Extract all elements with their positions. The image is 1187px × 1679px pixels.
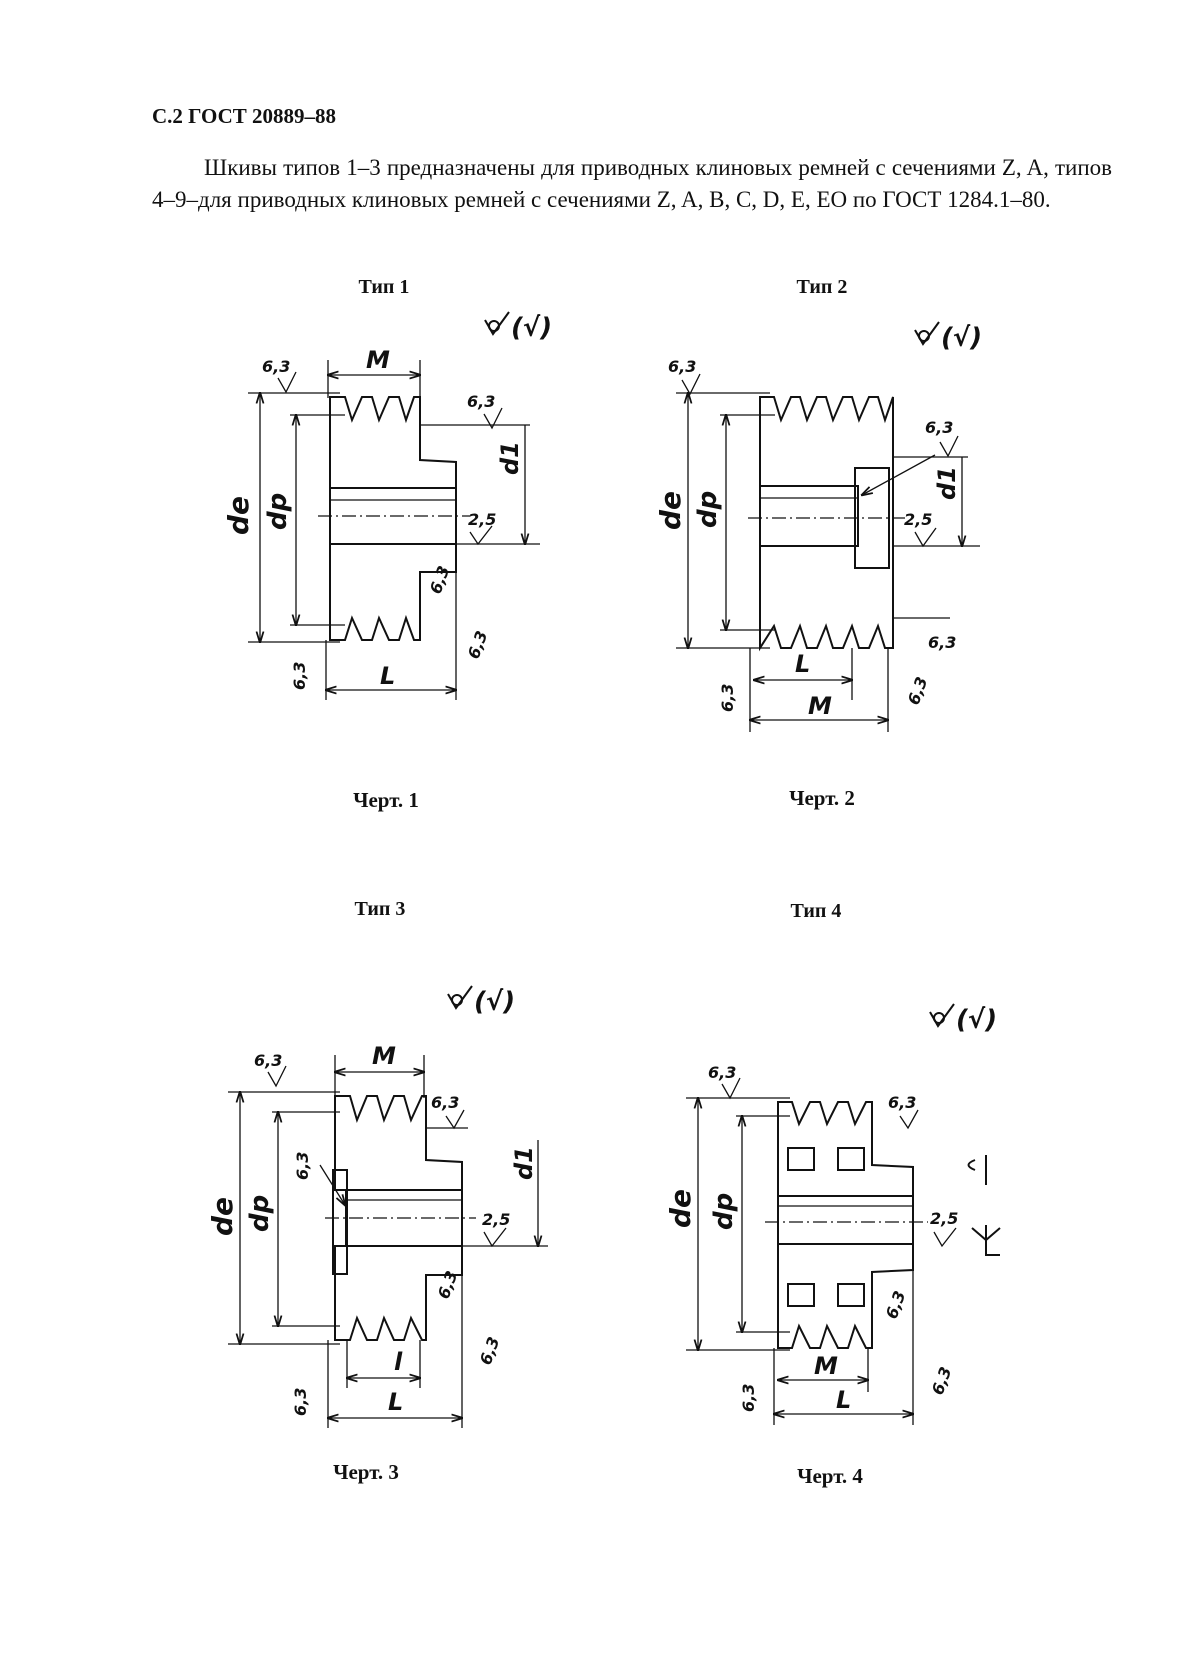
- fig4-section-mark-top: [967, 1155, 987, 1185]
- fig3-groove: [332, 1169, 348, 1275]
- fig1-caption: Черт. 1: [353, 788, 419, 812]
- intro-paragraph: Шкивы типов 1–3 предназначены для привод…: [152, 155, 1112, 212]
- fig4-section-mark-bottom: [971, 1225, 1001, 1256]
- fig4-r63-a: 6,3: [708, 1063, 736, 1082]
- fig3-r63-a: 6,3: [254, 1051, 282, 1070]
- fig3-label-de: de: [206, 1197, 239, 1236]
- fig1-label-d1: d1: [496, 441, 524, 475]
- fig4-r63-b: 6,3: [888, 1093, 916, 1112]
- fig3-roughness-symbol: (√): [447, 985, 515, 1017]
- fig3-r63-c: 6,3: [293, 1152, 312, 1180]
- fig1-r63-a: 6,3: [262, 357, 290, 376]
- fig2-roughness-symbol: (√): [914, 321, 982, 353]
- fig2-label-de: de: [654, 491, 687, 530]
- fig3-hub-bottom: [334, 1245, 463, 1341]
- fig1-r63-e: 6,3: [290, 662, 309, 690]
- fig4-label-L: L: [836, 1386, 851, 1414]
- fig2-r63-c: 6,3: [928, 633, 956, 652]
- fig2-caption: Черт. 2: [789, 786, 855, 810]
- fig3-r63-b: 6,3: [431, 1093, 459, 1112]
- fig3-roughness-mark: (√): [474, 987, 515, 1017]
- fig4-r63-c: 6,3: [882, 1288, 910, 1321]
- fig3-hub-top: [334, 1095, 463, 1191]
- fig3-label-dp: dp: [245, 1195, 275, 1232]
- fig1-type-label: Тип 1: [358, 276, 410, 298]
- fig4-r25: 2,5: [930, 1209, 958, 1228]
- fig4-r63-e: 6,3: [739, 1384, 758, 1412]
- fig3-label-d1: d1: [510, 1146, 538, 1180]
- fig3-type-label: Тип 3: [354, 898, 406, 920]
- fig4-label-M: M: [814, 1352, 838, 1380]
- fig2-label-M: M: [808, 692, 832, 720]
- fig2-body: [759, 396, 894, 652]
- fig2-r63-b: 6,3: [925, 418, 953, 437]
- fig1-roughness-mark: (√): [511, 313, 552, 343]
- fig3-r63-f: 6,3: [291, 1388, 310, 1416]
- fig3-label-L: L: [388, 1388, 403, 1416]
- fig1-label-M: M: [366, 346, 390, 374]
- fig2-label-d1: d1: [933, 466, 961, 500]
- fig2-r25: 2,5: [904, 510, 932, 529]
- fig2-bore: [759, 485, 859, 547]
- fig1-r25: 2,5: [468, 510, 496, 529]
- fig2-r63-e: 6,3: [718, 684, 737, 712]
- fig4-type-label: Тип 4: [790, 900, 842, 922]
- fig1-roughness-symbol: (√): [484, 311, 552, 343]
- fig3-r25: 2,5: [482, 1210, 510, 1229]
- fig4-r63-d: 6,3: [928, 1364, 956, 1397]
- fig1-hub-top: [329, 396, 457, 489]
- fig2-type-label: Тип 2: [796, 276, 848, 298]
- fig1-label-de: de: [222, 496, 255, 535]
- fig2-label-L: L: [795, 650, 810, 678]
- fig1-label-dp: dp: [263, 493, 293, 530]
- fig4-bore: [777, 1195, 914, 1245]
- fig1-label-L: L: [380, 662, 395, 690]
- fig3-caption: Черт. 3: [333, 1460, 399, 1484]
- page-header: С.2 ГОСТ 20889–88: [152, 104, 337, 128]
- fig2-roughness-mark: (√): [941, 323, 982, 353]
- fig2-label-dp: dp: [693, 491, 723, 528]
- fig1-r63-b: 6,3: [467, 392, 495, 411]
- fig4-label-dp: dp: [709, 1193, 739, 1230]
- fig3-label-l: l: [394, 1348, 403, 1376]
- fig1-hub-bottom: [329, 543, 457, 641]
- fig4-roughness-mark: (√): [956, 1005, 997, 1035]
- fig3-label-M: M: [372, 1042, 396, 1070]
- fig4-roughness-symbol: (√): [929, 1003, 997, 1035]
- fig2-r63-a: 6,3: [668, 357, 696, 376]
- fig4-label-de: de: [664, 1189, 697, 1228]
- fig4-caption: Черт. 4: [797, 1464, 863, 1488]
